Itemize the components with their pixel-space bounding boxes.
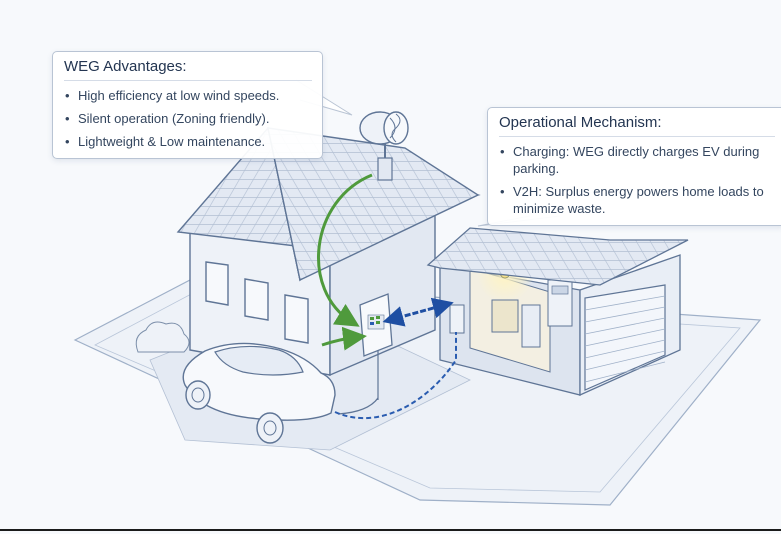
bottom-divider — [0, 529, 781, 531]
electric-car — [182, 342, 336, 444]
list-item: High efficiency at low wind speeds. — [64, 87, 312, 104]
list-item: Silent operation (Zoning friendly). — [64, 110, 312, 127]
weg-advantages-callout: WEG Advantages: High efficiency at low w… — [52, 51, 323, 159]
bush — [135, 321, 190, 353]
dashed-v2h-cable — [334, 332, 457, 420]
garage — [426, 227, 689, 397]
blue-bidirectional-arrow — [382, 297, 454, 327]
weg-advantages-list: High efficiency at low wind speeds. Sile… — [64, 87, 312, 150]
list-item: Charging: WEG directly charges EV during… — [499, 143, 775, 177]
wind-turbine — [359, 111, 409, 158]
list-item: V2H: Surplus energy powers home loads to… — [499, 183, 775, 217]
operational-mechanism-callout: Operational Mechanism: Charging: WEG dir… — [487, 107, 781, 226]
charging-cable — [337, 397, 379, 415]
green-arrow-to-charger — [321, 326, 367, 351]
weg-advantages-title: WEG Advantages: — [64, 58, 312, 81]
operational-mechanism-list: Charging: WEG directly charges EV during… — [499, 143, 775, 217]
green-arrow-turbine-to-inverter — [317, 173, 373, 327]
list-item: Lightweight & Low maintenance. — [64, 133, 312, 150]
operational-mechanism-title: Operational Mechanism: — [499, 114, 775, 137]
